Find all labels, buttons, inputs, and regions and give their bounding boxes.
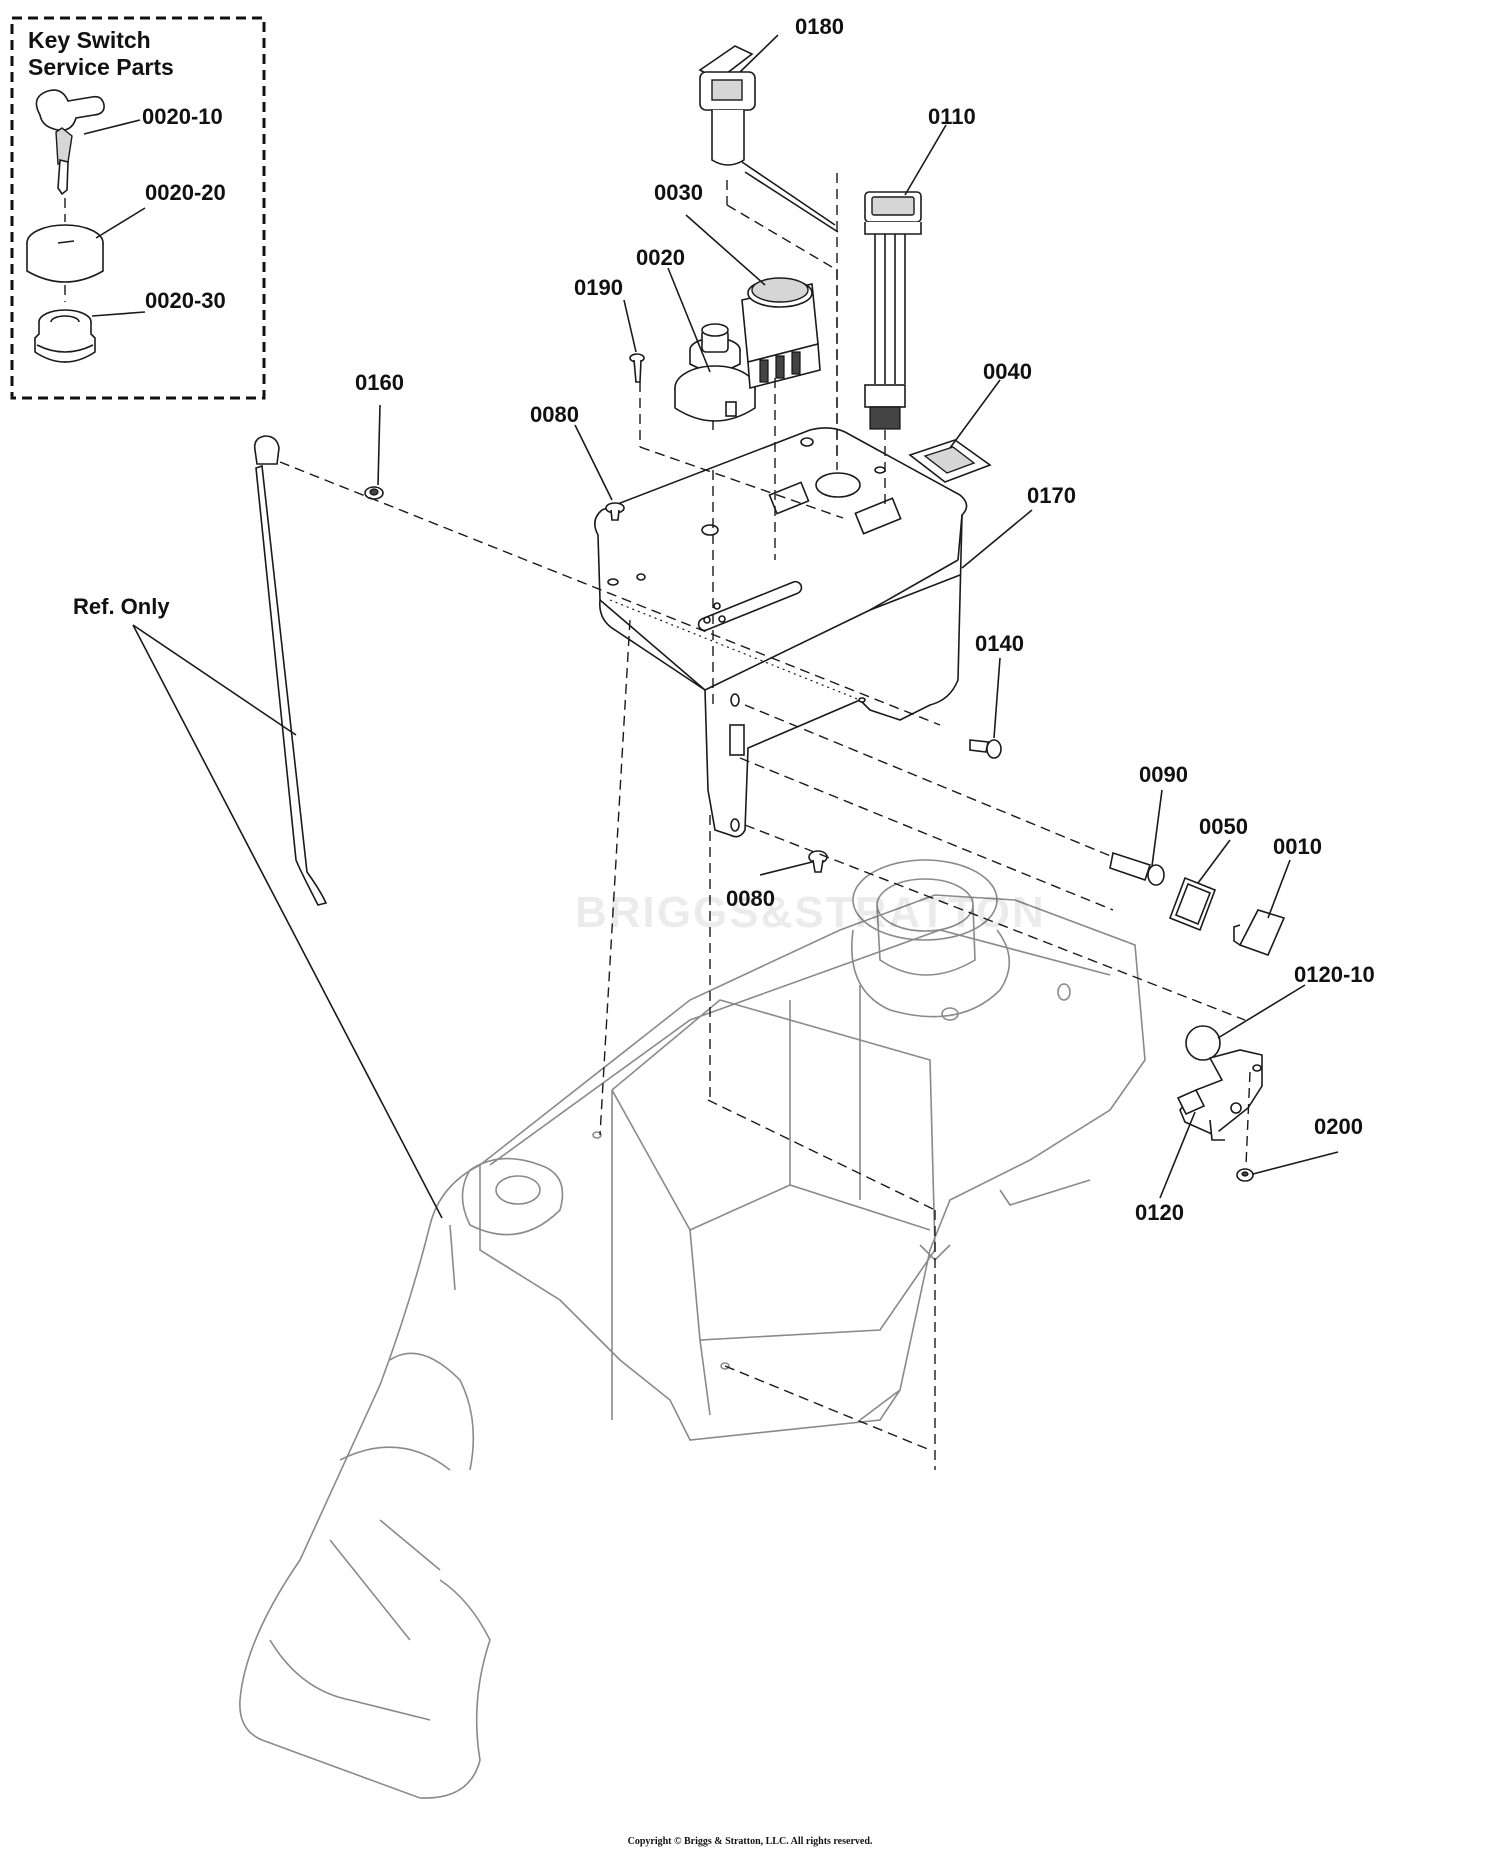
watermark: BRIGGS&STRATTON xyxy=(575,888,1046,937)
inset-title-line1: Key Switch xyxy=(28,27,151,53)
leader-lines xyxy=(132,34,1339,1219)
callout-ref-only: Ref. Only xyxy=(73,594,170,619)
key-switch-inset-box xyxy=(10,16,266,400)
ignition-switch xyxy=(674,323,756,422)
callout-0110: 0110 xyxy=(928,104,976,129)
callout-0020-10: 0020-10 xyxy=(142,104,223,129)
leader-0020-20 xyxy=(95,207,146,239)
control-panel-bracket xyxy=(594,427,968,838)
nut-0020-30-icon xyxy=(34,309,96,363)
assembly-lines xyxy=(279,170,1251,1470)
gasket-0050 xyxy=(1168,876,1217,932)
reference-console-body xyxy=(239,859,1146,1799)
screw-0080-top xyxy=(605,502,625,521)
bolt-0140 xyxy=(969,739,1002,759)
callout-0120-10: 0120-10 xyxy=(1294,962,1375,987)
callout-0080-top: 0080 xyxy=(530,402,579,427)
inset-title-line2: Service Parts xyxy=(28,54,174,80)
copyright-text: Copyright © Briggs & Stratton, LLC. All … xyxy=(627,1836,873,1847)
callout-0080-lower: 0080 xyxy=(726,886,775,911)
nut-0160 xyxy=(364,486,384,500)
leader-0020-30 xyxy=(91,311,146,317)
callout-0030: 0030 xyxy=(654,180,703,205)
pto-switch xyxy=(741,277,821,390)
light-0090 xyxy=(1109,851,1165,886)
callout-0160: 0160 xyxy=(355,370,404,395)
callout-0140: 0140 xyxy=(975,631,1024,656)
callout-0050: 0050 xyxy=(1199,814,1248,839)
callout-0020: 0020 xyxy=(636,245,685,270)
cover-0010 xyxy=(1233,909,1286,957)
callout-0180: 0180 xyxy=(795,14,844,39)
callout-0190: 0190 xyxy=(574,275,623,300)
cable-tie xyxy=(253,435,328,906)
callout-0090: 0090 xyxy=(1139,762,1188,787)
callout-0020-30: 0020-30 xyxy=(145,288,226,313)
nut-0200 xyxy=(1236,1168,1254,1182)
callout-0120: 0120 xyxy=(1135,1200,1184,1225)
leader-0020-10 xyxy=(83,119,141,135)
hour-meter xyxy=(864,191,922,430)
callout-0040: 0040 xyxy=(983,359,1032,384)
screw-0190 xyxy=(629,353,645,383)
throttle-control xyxy=(1176,1025,1263,1141)
callout-0200: 0200 xyxy=(1314,1114,1363,1139)
callout-0020-20: 0020-20 xyxy=(145,180,226,205)
cap-0020-20-icon xyxy=(26,224,104,302)
bezel-0040 xyxy=(908,439,992,483)
callout-0010: 0010 xyxy=(1273,834,1322,859)
callout-0170: 0170 xyxy=(1027,483,1076,508)
seat-switch xyxy=(698,45,839,233)
inset-title: Key Switch Service Parts xyxy=(28,27,174,81)
key-0020-10-icon xyxy=(35,89,105,222)
